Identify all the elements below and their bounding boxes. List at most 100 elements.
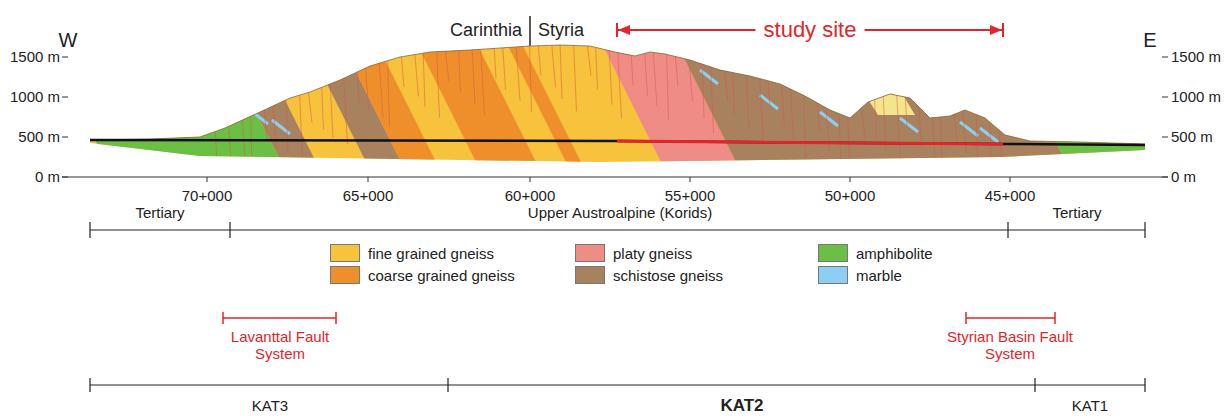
fault-line [782,81,785,127]
legend-item: schistose gneiss [575,266,723,284]
fault-line [459,47,461,93]
elevation-label: 500 m [18,128,60,145]
fault-line [790,85,794,143]
fault-line [631,51,633,85]
legend-text: amphibolite [856,245,933,262]
direction-label: E [1143,29,1156,52]
elevation-label: 1000 m [1171,88,1221,105]
fault-line [530,42,532,112]
section-label: KAT1 [1072,397,1108,414]
fault-bracket [223,312,1055,324]
chainage-label: 70+000 [182,187,232,204]
fault-line [724,67,728,101]
section-label: KAT3 [252,397,288,414]
rock-band [335,30,440,170]
fault-line [286,96,288,154]
fault-line [998,125,1002,159]
legend-swatch [818,244,848,262]
legend-swatch [575,244,605,262]
fault-line [251,112,253,182]
fault-line [215,128,217,162]
elevation-label: 1000 m [10,88,60,105]
rock-band [40,30,285,170]
elevation-label: 0 m [1171,168,1196,185]
fault-line [609,47,612,105]
direction-label: W [59,29,78,52]
legend-text: coarse grained gneiss [368,267,515,284]
fault-line [560,41,562,99]
fault-line [379,59,383,117]
chainage-label: 50+000 [825,187,875,204]
region-label: Carinthia [450,20,522,41]
marble-streak [980,128,998,142]
fault-line [746,71,749,129]
legend-text: marble [856,267,902,284]
study-tunnel [617,141,1003,144]
tunnel-line [90,140,1145,145]
legend-item: platy gneiss [575,244,692,262]
fault-line [990,118,993,188]
fault-line [954,110,957,144]
fault-line [300,91,303,161]
fault-line [401,53,404,87]
fault-line [897,91,901,161]
fault-line [848,113,851,183]
study-site-label: study site [756,17,865,42]
fault-line [344,74,348,144]
fault-line [445,47,449,81]
fault-line [538,42,541,76]
topography [90,45,1145,144]
elevation-label: 1500 m [1171,48,1221,65]
rock-band [670,30,1070,170]
fault-line [861,104,865,138]
fault-line [322,83,324,129]
unit-label: Upper Austroalpine (Korids) [528,204,712,221]
legend-swatch [818,266,848,284]
section-label: KAT2 [720,396,763,416]
fault-line [804,91,806,161]
fault-line [702,60,704,118]
fault-line [760,75,764,145]
fault-line [415,51,419,97]
fault-line [733,69,735,115]
fault-line [242,116,246,174]
fault-line [875,96,877,142]
fault-line [574,41,577,111]
elevation-label: 1500 m [10,48,60,65]
fault-line [689,56,693,102]
fault-line [366,64,369,110]
fault-line [587,42,591,76]
fault-line [494,44,496,78]
border-line [529,16,531,46]
legend-item: amphibolite [818,244,933,262]
rock-band [500,30,585,170]
fault-line [839,110,841,168]
fault-line [653,48,657,106]
marble-streak [900,118,918,132]
fault-line [552,41,556,87]
fault-line [768,77,770,111]
rock-band [215,30,320,170]
legend-swatch [575,266,605,284]
fault-line [976,110,978,168]
legend-item: fine grained gneiss [330,244,494,262]
fault-line [596,43,598,89]
fault-line [645,49,648,95]
rock-band [1000,30,1231,170]
fault-line [481,45,485,115]
fault-line [941,113,943,183]
legend-swatch [330,244,360,262]
legend-item: coarse grained gneiss [330,266,515,284]
chainage-label: 60+000 [505,187,555,204]
fault-line [675,52,678,86]
region-label: Styria [538,20,584,41]
rock-band [862,90,915,115]
fault-line [503,44,506,90]
chainage-label: 45+000 [985,187,1035,204]
fault-line [905,93,907,127]
unit-bracket [90,222,1145,238]
fault-system-label: Lavanttal Fault System [215,328,345,363]
fault-system-label: Styrian Basin Fault System [945,328,1075,363]
fault-line [423,49,425,107]
fault-line [472,46,475,104]
